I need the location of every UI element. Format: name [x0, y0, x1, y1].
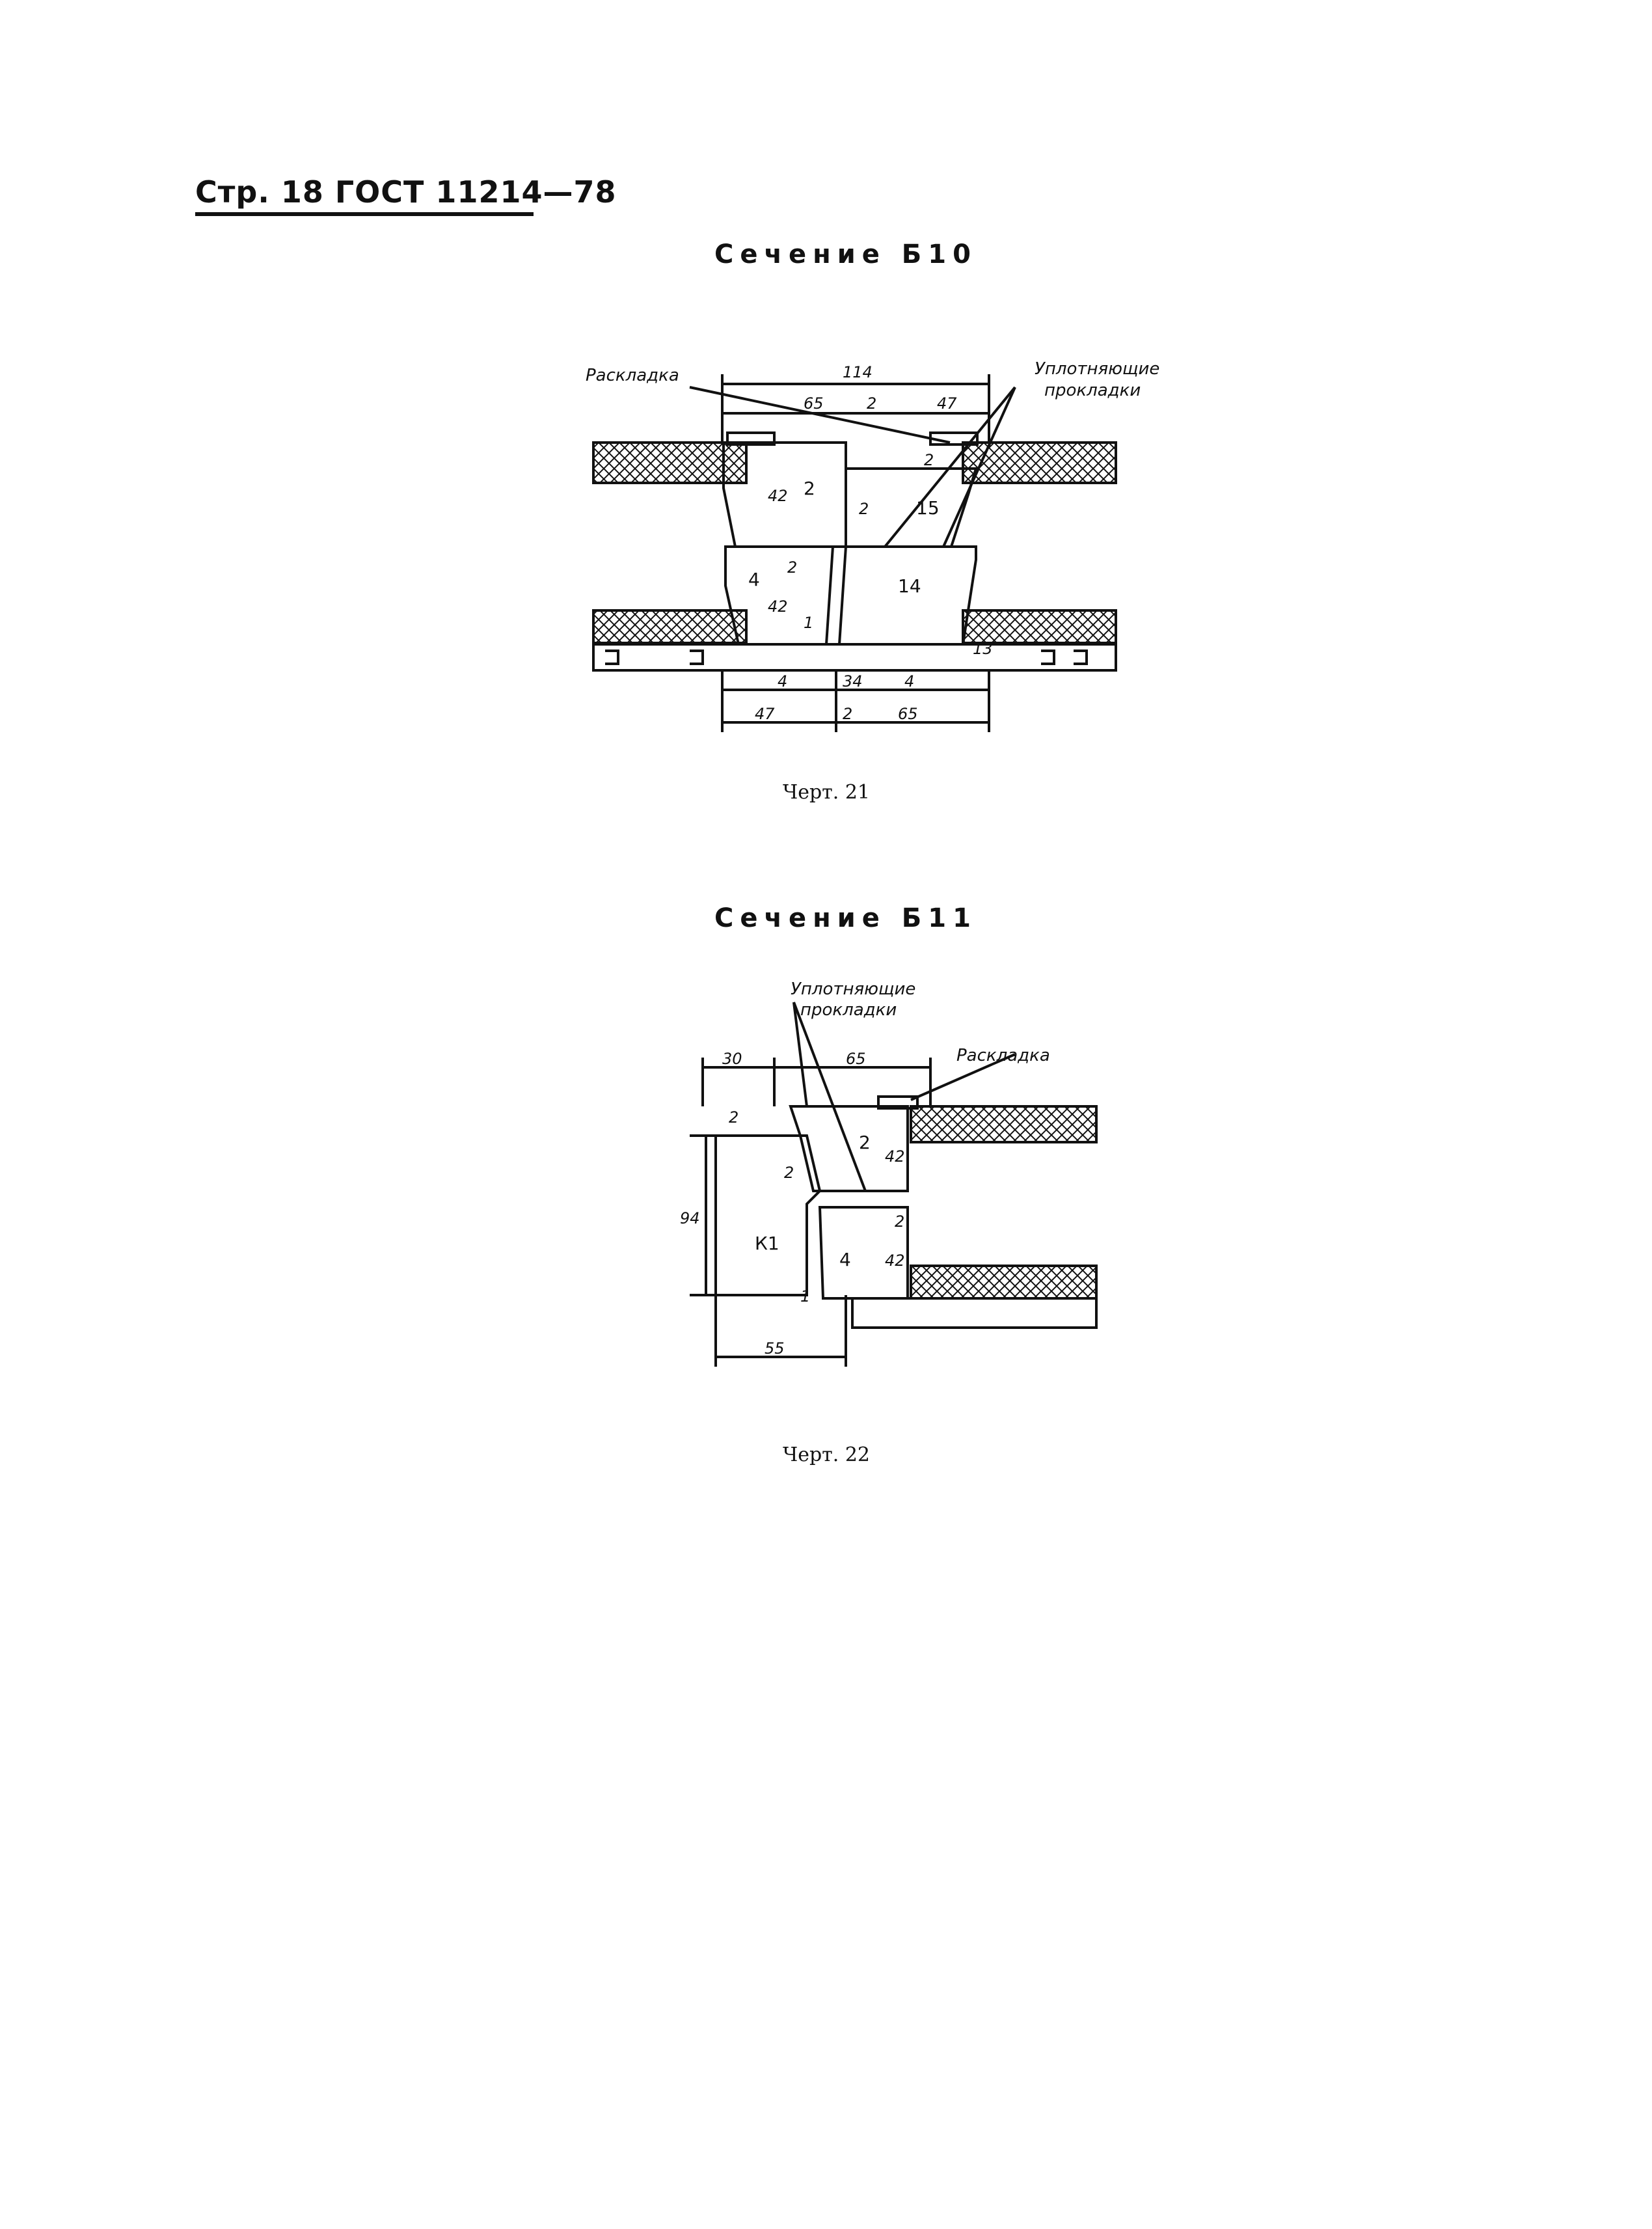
page-header: Стр. 18 ГОСТ 11214—78: [195, 174, 617, 210]
raskladka-label: Раскладка: [956, 1046, 1050, 1065]
raskladka-label: Раскладка: [586, 366, 679, 385]
dimension: 42: [768, 487, 788, 505]
panel-insulation: [910, 1265, 1098, 1300]
dimension: 1: [800, 1287, 810, 1306]
section-b10-title: Сечение Б10: [714, 239, 977, 269]
seal-label-line2: прокладки: [800, 1000, 897, 1020]
dimension: 2: [859, 500, 869, 518]
dimension: 114: [843, 363, 873, 381]
dimension: 55: [765, 1339, 785, 1358]
part-number: 2: [804, 478, 815, 499]
dimension: 2: [787, 558, 797, 577]
dimension: 34: [843, 672, 863, 691]
dimension: 4: [778, 672, 787, 691]
panel-insulation: [962, 441, 1117, 484]
part-number: 15: [916, 497, 940, 519]
dimension: 2: [784, 1164, 794, 1182]
panel-insulation: [910, 1105, 1098, 1143]
dimension: 13: [973, 640, 993, 658]
dimension: 65: [804, 394, 824, 413]
dimension: 47: [937, 394, 957, 413]
part-number: 14: [898, 575, 921, 597]
part-number: К1: [755, 1233, 779, 1254]
profile-K1: [714, 1134, 822, 1296]
section-b11-title: Сечение Б11: [714, 903, 977, 933]
dimension: 47: [755, 705, 775, 723]
panel-insulation: [962, 609, 1117, 644]
dimension: 42: [768, 597, 788, 616]
dimension: 2: [867, 394, 876, 413]
panel-insulation: [592, 609, 748, 644]
dimension: 30: [722, 1050, 742, 1068]
dimension: 42: [885, 1147, 905, 1166]
part-number: 4: [748, 569, 760, 590]
dimension: 94: [680, 1209, 700, 1227]
part-number: 2: [859, 1132, 871, 1153]
dimension: 2: [843, 705, 852, 723]
seal-label-line1: Уплотняющие: [1035, 359, 1159, 379]
profile-2: [789, 1105, 909, 1192]
profile-14: [837, 545, 977, 646]
dimension: 1: [804, 614, 813, 632]
part-number: 4: [839, 1249, 851, 1270]
figure-caption-22: Черт. 22: [783, 1443, 870, 1466]
dimension: 65: [898, 705, 918, 723]
dimension: 65: [846, 1050, 866, 1068]
dimension: 2: [895, 1212, 904, 1231]
header-underline: [195, 212, 534, 216]
profile-15: [845, 467, 978, 548]
dimension: 2: [729, 1108, 738, 1127]
dimension: 4: [904, 672, 914, 691]
seal-label-line2: прокладки: [1044, 381, 1141, 400]
figure-caption-21: Черт. 21: [783, 781, 870, 804]
panel-insulation: [592, 441, 748, 484]
dimension: 42: [885, 1251, 905, 1270]
dimension: 2: [924, 451, 934, 469]
seal-label-line1: Уплотняющие: [791, 979, 915, 999]
